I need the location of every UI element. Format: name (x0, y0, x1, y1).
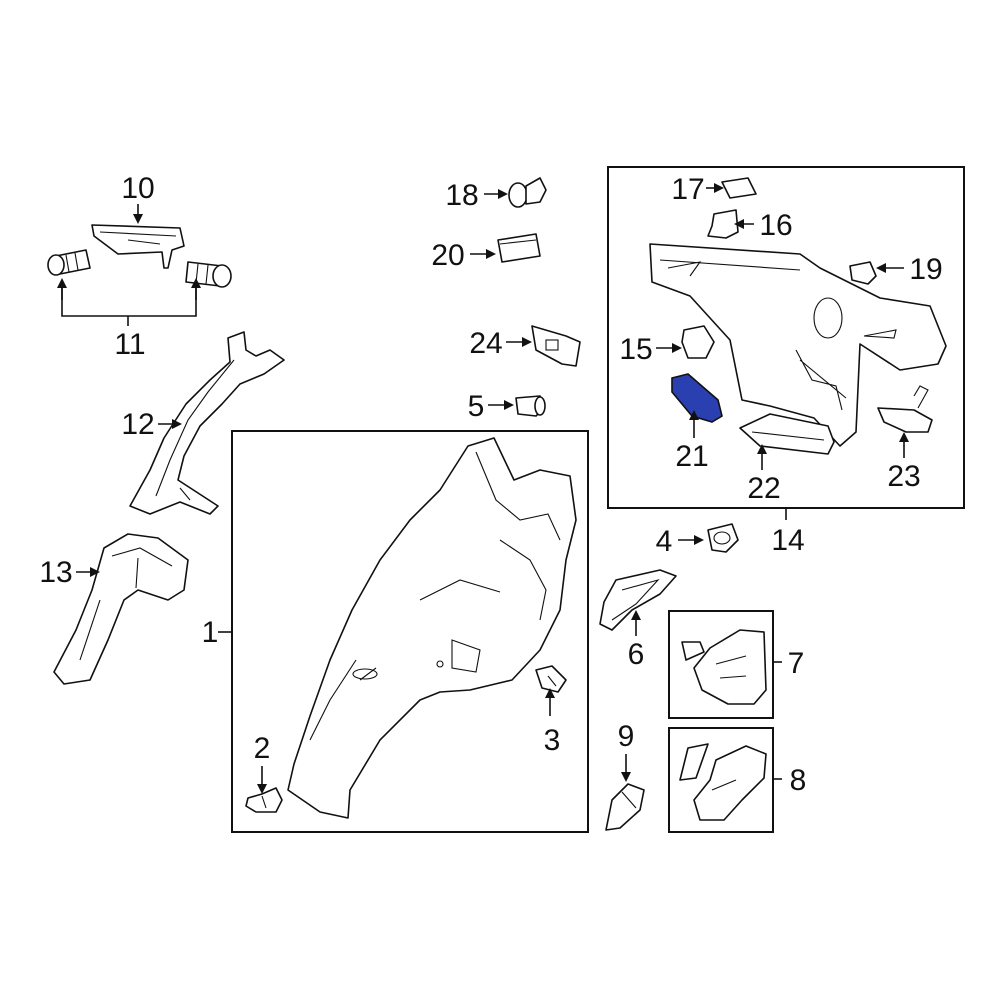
group-box-part-7 (668, 610, 774, 719)
callout-11: 11 (114, 328, 145, 361)
callout-20: 20 (431, 239, 464, 272)
part-5-cap[interactable] (515, 395, 546, 417)
callout-16: 16 (759, 209, 792, 242)
part-14-trim-panel[interactable] (649, 243, 947, 447)
part-12-pillar-trim[interactable] (129, 331, 285, 515)
callout-21: 21 (675, 440, 708, 473)
part-7-cover[interactable] (681, 629, 767, 705)
callout-1: 1 (202, 616, 219, 649)
callout-22: 22 (747, 472, 780, 505)
part-4-grommet[interactable] (707, 523, 739, 553)
part-15-clip[interactable] (681, 325, 715, 359)
part-24-bracket[interactable] (531, 325, 581, 367)
callout-8: 8 (790, 764, 807, 797)
callout-9: 9 (618, 720, 635, 753)
part-20-pad[interactable] (497, 233, 541, 263)
part-6-trim[interactable] (599, 569, 677, 631)
part-9-cover[interactable] (605, 783, 645, 831)
callout-19: 19 (909, 253, 942, 286)
leader-lines (57, 183, 909, 794)
part-3-clip[interactable] (535, 665, 567, 693)
callout-12: 12 (121, 408, 154, 441)
part-16-clip[interactable] (707, 209, 739, 239)
callout-14: 14 (771, 524, 804, 557)
callout-3: 3 (544, 724, 561, 757)
part-2-clip[interactable] (245, 787, 283, 813)
callout-15: 15 (619, 333, 652, 366)
callout-10: 10 (121, 172, 154, 205)
part-10-bracket[interactable] (91, 224, 185, 269)
callout-5: 5 (468, 390, 485, 423)
callout-13: 13 (39, 556, 72, 589)
group-box-part-8 (668, 727, 774, 833)
callout-23: 23 (887, 460, 920, 493)
part-8-cover[interactable] (679, 743, 767, 821)
callout-24: 24 (469, 327, 502, 360)
part-17-pad[interactable] (721, 177, 757, 199)
callout-4: 4 (656, 525, 673, 558)
part-11-bolt-left[interactable] (47, 249, 91, 276)
callout-17: 17 (671, 173, 704, 206)
part-1-quarter-panel[interactable] (287, 437, 577, 819)
callout-6: 6 (628, 638, 645, 671)
part-19-clip[interactable] (849, 261, 877, 285)
part-13-trim-piece[interactable] (53, 533, 189, 685)
part-18-push-pin[interactable] (508, 177, 547, 208)
callout-18: 18 (445, 179, 478, 212)
part-21-trim-highlighted[interactable] (671, 373, 723, 423)
callout-7: 7 (788, 647, 805, 680)
part-23-lamp[interactable] (877, 385, 933, 433)
callout-2: 2 (254, 732, 271, 765)
part-11-bolt-right[interactable] (185, 261, 232, 288)
